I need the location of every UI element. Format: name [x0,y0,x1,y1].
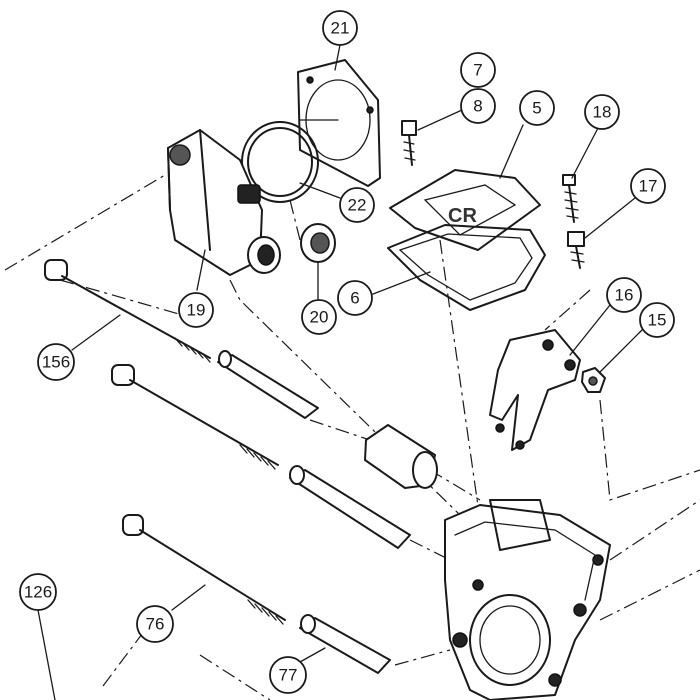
callout-20: 20 [301,299,337,335]
callout-7: 7 [460,52,496,88]
callout-77: 77 [269,656,307,694]
part-22-gasket-ring [241,121,319,203]
part-77-spacer [299,614,391,674]
callouts: 21 7 8 5 18 17 22 16 [19,10,675,694]
assembly-guide-lines [4,174,700,700]
svg-text:126: 126 [24,583,52,602]
svg-text:6: 6 [350,289,359,308]
svg-text:17: 17 [639,177,658,196]
callout-16: 16 [606,277,642,313]
callout-156: 156 [37,343,75,381]
svg-text:18: 18 [593,103,612,122]
part-18-screw [562,174,579,223]
callout-76: 76 [136,605,174,643]
part-6-gasket [387,224,546,311]
callout-8: 8 [460,88,496,124]
svg-text:15: 15 [648,311,667,330]
callout-6: 6 [337,280,373,316]
callout-15: 15 [639,302,675,338]
svg-text:21: 21 [331,19,350,38]
svg-text:20: 20 [310,308,329,327]
part-19-carburetor [167,129,281,276]
svg-text:156: 156 [42,353,70,372]
part-156-long-bolt [44,259,319,419]
callout-5: 5 [519,90,555,126]
svg-text:8: 8 [473,97,482,116]
svg-text:5: 5 [532,99,541,118]
svg-text:22: 22 [348,196,367,215]
part-16-bracket [489,329,581,451]
leader-lines [37,44,643,700]
svg-text:16: 16 [615,286,634,305]
part-76-bolt [122,514,286,625]
svg-text:19: 19 [187,301,206,320]
part-21-diaphragm-cover [297,59,381,187]
middle-long-bolt [111,364,438,549]
callout-17: 17 [630,168,666,204]
svg-text:77: 77 [279,666,298,685]
svg-text:CR: CR [448,205,477,227]
callout-22: 22 [339,187,375,223]
svg-text:76: 76 [146,615,165,634]
part-17-screw [567,231,585,269]
callout-18: 18 [584,94,620,130]
part-8-bolt [401,120,417,166]
callout-21: 21 [322,10,358,46]
part-15-nut [581,367,606,393]
engine-block [444,499,611,700]
callout-19: 19 [178,292,214,328]
part-20-washer [300,223,336,263]
svg-text:7: 7 [473,61,482,80]
part-5-reed-cover: CR [389,169,541,251]
callout-126: 126 [19,573,57,611]
